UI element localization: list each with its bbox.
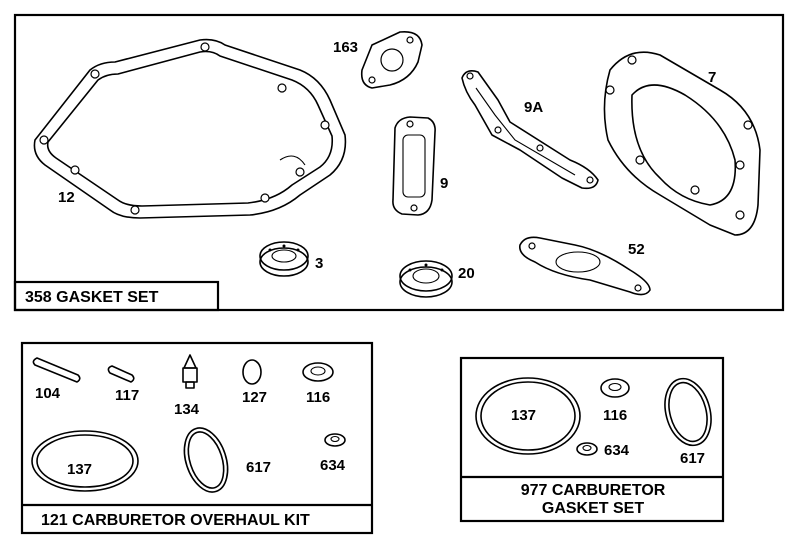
- label-part-12: 12: [58, 189, 75, 206]
- panel-carb-gasket-set-title-line2: GASKET SET: [542, 500, 644, 517]
- panel-overhaul-kit-title: 121 CARBURETOR OVERHAUL KIT: [41, 512, 310, 529]
- gasket-7-head: [603, 51, 761, 236]
- label-part-137: 137: [67, 461, 92, 478]
- panel-gasket-set-frame: [13, 13, 785, 312]
- oring-137-set: [475, 377, 581, 455]
- gasket-12-crankcase: [33, 38, 347, 219]
- label-part-134: 134: [174, 401, 200, 418]
- seal-3: [259, 241, 309, 277]
- needle-valve-134: [182, 354, 198, 389]
- pin-117: [107, 365, 135, 383]
- label-part-3: 3: [315, 255, 323, 272]
- gasket-9: [392, 116, 436, 216]
- label-part-617-set: 617: [680, 450, 705, 467]
- oring-617-set: [664, 377, 712, 447]
- panel-carb-gasket-set-frame: [459, 356, 725, 523]
- panel-gasket-set: 358 GASKET SET 12 163: [13, 13, 785, 312]
- panel-overhaul-kit: 121 CARBURETOR OVERHAUL KIT 104 117 134 …: [20, 341, 374, 535]
- label-part-7: 7: [708, 69, 716, 86]
- label-part-9: 9: [440, 175, 448, 192]
- label-part-634-set: 634: [604, 442, 630, 459]
- seal-20: [399, 260, 453, 298]
- label-part-116: 116: [306, 389, 330, 406]
- gasket-52-exhaust: [518, 236, 651, 296]
- gasket-163: [360, 30, 423, 89]
- panel-gasket-set-title-box: [13, 280, 220, 312]
- panel-carb-gasket-set-title-line1: 977 CARBURETOR: [521, 482, 666, 499]
- label-part-9a: 9A: [524, 99, 543, 116]
- plug-127: [242, 359, 262, 385]
- label-part-163: 163: [333, 39, 358, 56]
- washer-634: [324, 433, 346, 447]
- label-part-127: 127: [242, 389, 267, 406]
- panel-carb-gasket-set: 977 CARBURETOR GASKET SET 137 116 634 61…: [459, 356, 725, 523]
- label-part-137-set: 137: [511, 407, 536, 424]
- oring-137: [31, 430, 139, 492]
- panel-gasket-set-title: 358 GASKET SET: [25, 289, 159, 306]
- label-part-52: 52: [628, 241, 645, 258]
- gasket-9a: [461, 70, 599, 190]
- washer-116-set: [600, 378, 630, 398]
- label-part-117: 117: [115, 387, 139, 404]
- label-part-20: 20: [458, 265, 475, 282]
- label-part-104: 104: [35, 385, 61, 402]
- panel-overhaul-kit-frame: [20, 341, 374, 535]
- washer-634-set: [576, 442, 598, 456]
- oring-617: [183, 427, 229, 493]
- label-part-617: 617: [246, 459, 271, 476]
- label-part-116-set: 116: [603, 407, 627, 424]
- washer-116: [302, 362, 334, 382]
- label-part-634: 634: [320, 457, 346, 474]
- pin-104: [32, 357, 81, 383]
